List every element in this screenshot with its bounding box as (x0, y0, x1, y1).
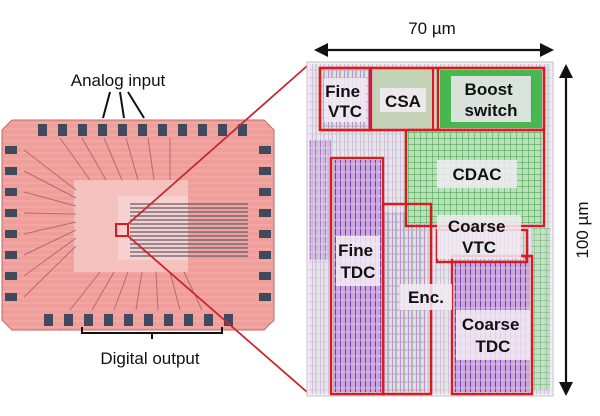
die-photo (1, 119, 275, 331)
bond-pad (238, 124, 247, 136)
die-trace (169, 271, 181, 311)
digital-output-bracket (81, 327, 223, 339)
zoom-lines (127, 65, 308, 393)
bond-pad (64, 314, 73, 326)
die-trace (147, 137, 155, 181)
bond-pad (144, 314, 153, 326)
bond-pad (5, 209, 17, 217)
fine-tdc-line2: TDC (341, 263, 376, 282)
bond-pad (259, 188, 271, 196)
coarse-tdc-line2: TDC (476, 337, 511, 356)
die-trace (103, 137, 123, 181)
height-dimension-label: 100 µm (573, 201, 592, 258)
bond-pad (259, 251, 271, 259)
die-trace (23, 212, 77, 215)
coarse-tdc-label: Coarse TDC (462, 315, 524, 356)
die-trace (155, 271, 159, 311)
layout-view: Fine VTC CSA Boost switch CDAC Coarse VT… (306, 61, 554, 397)
bond-pad (259, 209, 271, 217)
die-trace (113, 271, 129, 311)
die-trace (23, 191, 77, 207)
height-dimension: 100 µm (559, 64, 592, 396)
die-pads (5, 124, 271, 326)
coarse-tdc-line1: Coarse (462, 315, 520, 334)
die-trace (23, 221, 77, 235)
bond-pad (5, 251, 17, 259)
bond-pad (218, 124, 227, 136)
die-trace (81, 137, 107, 181)
fine-vtc-line2: VTC (328, 102, 362, 121)
die-traces (23, 137, 248, 311)
fine-vtc-label: Fine VTC (325, 82, 365, 121)
die-trace (23, 245, 77, 298)
bond-pad (5, 230, 17, 238)
width-dimension: 70 µm (314, 19, 554, 57)
die-trace (125, 137, 139, 181)
bond-pad (118, 124, 127, 136)
bond-pad (224, 314, 233, 326)
boost-switch-line2: switch (465, 101, 518, 120)
bond-pad (5, 167, 17, 175)
bond-pad (78, 124, 87, 136)
left-edge-metal (309, 140, 331, 260)
bond-pad (178, 124, 187, 136)
bond-pad (204, 314, 213, 326)
zoom-marker (115, 223, 129, 237)
coarse-vtc-label: Coarse VTC (448, 217, 510, 257)
die-trace (23, 170, 77, 199)
boost-switch-label: Boost switch (465, 80, 518, 120)
bond-pad (158, 124, 167, 136)
enc-label: Enc. (408, 288, 444, 307)
fine-tdc-line1: Fine (338, 241, 373, 260)
bond-pad (5, 188, 17, 196)
bond-pad (84, 314, 93, 326)
die-trace (23, 237, 77, 277)
csa-label: CSA (385, 92, 421, 111)
die-trace (23, 229, 77, 256)
cdac-label: CDAC (452, 165, 501, 184)
bond-pad (184, 314, 193, 326)
right-edge-metal (532, 228, 550, 390)
bond-pad (38, 124, 47, 136)
analog-input-arrows (102, 91, 145, 119)
coarse-vtc-line2: VTC (462, 238, 496, 257)
bond-pad (164, 314, 173, 326)
boost-switch-line1: Boost (465, 80, 514, 99)
fine-tdc-label: Fine TDC (338, 241, 378, 282)
bond-pad (259, 272, 271, 280)
bond-pad (259, 230, 271, 238)
fine-vtc-line1: Fine (325, 82, 360, 101)
block-label-backgrounds (324, 76, 531, 360)
die-trace (69, 271, 101, 311)
die-trace (183, 271, 203, 311)
bond-pad (259, 167, 271, 175)
bond-pad (198, 124, 207, 136)
die-trace (91, 271, 115, 311)
width-dimension-label: 70 µm (408, 19, 456, 38)
analog-input-label: Analog input (71, 71, 166, 90)
bond-pad (138, 124, 147, 136)
bond-pad (259, 293, 271, 301)
bond-pad (259, 146, 271, 154)
outline-csa (369, 66, 435, 132)
bond-pad (44, 314, 53, 326)
die-trace (135, 271, 143, 311)
bond-pad (104, 314, 113, 326)
bond-pad (98, 124, 107, 136)
bond-pad (5, 293, 17, 301)
die-trace (23, 149, 77, 191)
coarse-vtc-line1: Coarse (448, 217, 506, 236)
bond-pad (5, 272, 17, 280)
bond-pad (58, 124, 67, 136)
die-trace (59, 137, 91, 181)
bond-pad (5, 146, 17, 154)
digital-output-label: Digital output (100, 349, 200, 368)
bond-pad (124, 314, 133, 326)
